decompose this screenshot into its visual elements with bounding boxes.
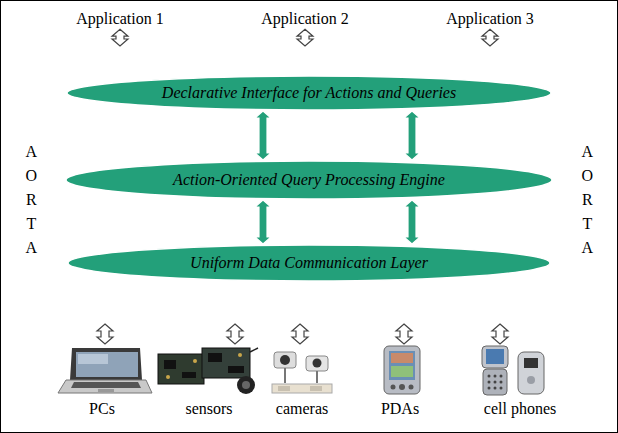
layer-ellipse: Action-Oriented Query Processing Engine [65,160,553,200]
double-arrow [404,111,420,160]
double-arrow [297,29,313,46]
application-name: Application 3 [446,9,534,28]
application-name: Application 2 [261,9,349,28]
double-arrow [292,324,308,344]
pda-picture [384,346,420,394]
cameras-picture [272,352,332,393]
double-arrow [227,324,243,344]
layer-ellipse: Uniform Data Communication Layer [67,244,551,282]
double-arrow [97,324,113,344]
laptop-picture [58,348,152,393]
double-arrow [255,200,271,244]
label-anchor: AORTA [25,140,38,260]
device-box: cell phones [470,344,570,418]
device-name: cell phones [484,399,556,418]
device-box: PCs [52,344,152,418]
double-arrow [112,29,128,46]
device-box: PDAs [374,344,426,418]
application-box: Application 3 [443,8,537,29]
cell-phones-picture [482,346,544,395]
double-arrow [396,324,412,344]
device-box: cameras [268,344,336,418]
application-name: Application 1 [76,9,164,28]
label-anchor: AORTA [581,140,594,260]
middleware-band: AORTA AORTA Declarative Interface for Acti… [3,46,615,324]
double-arrow [255,111,271,160]
double-arrow [492,324,508,344]
device-name: PDAs [381,399,419,418]
device-name: PCs [89,399,115,418]
application-box: Application 1 [73,8,167,29]
double-arrow [404,200,420,244]
vertical-label: AORTA [581,140,594,260]
layer-name: Declarative Interface for Actions and Qu… [162,83,456,102]
application-box: Application 2 [258,8,352,29]
device-box: sensors [155,344,263,418]
device-name: cameras [276,399,328,418]
layer-name: Uniform Data Communication Layer [190,253,428,272]
vertical-label: AORTA [25,140,38,260]
double-arrow [482,29,498,46]
layer-name: Action-Oriented Query Processing Engine [173,170,445,189]
device-name: sensors [185,399,232,418]
layer-ellipse: Declarative Interface for Actions and Qu… [66,75,552,111]
sensor-boards-picture [158,348,258,394]
